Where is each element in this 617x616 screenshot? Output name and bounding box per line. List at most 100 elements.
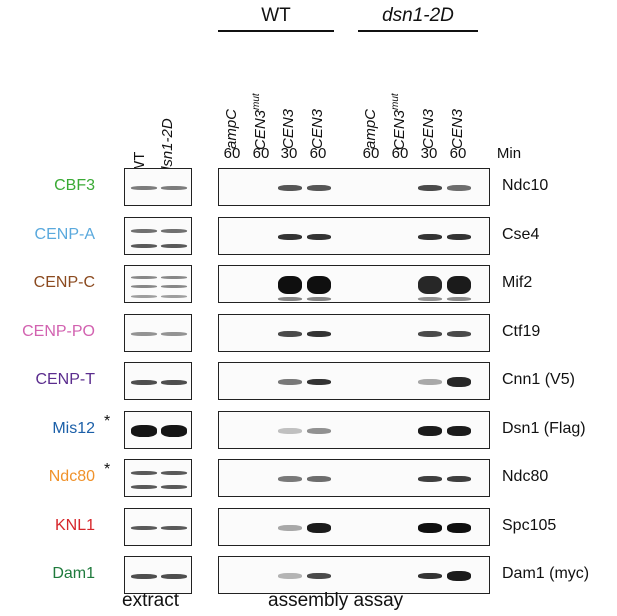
blot-band [131, 331, 157, 336]
blot-band [307, 522, 331, 533]
blot-band [131, 525, 157, 530]
blot-band [278, 185, 302, 191]
blot-band [307, 573, 331, 579]
group-label-wt: WT [261, 5, 291, 26]
blot-band [278, 524, 302, 531]
blot-band [161, 186, 187, 190]
blot-band [278, 573, 302, 579]
extract-header-mutant: dsn1-2D [159, 118, 176, 175]
blot-band [418, 185, 442, 191]
assay-lane-header: ampC [223, 109, 240, 149]
blot-band [161, 471, 187, 476]
complex-label: CBF3 [54, 177, 95, 194]
lane-name: CEN3 [420, 108, 437, 149]
minutes-value: 60 [391, 145, 409, 162]
blot-band [161, 525, 187, 530]
blot-band [418, 297, 442, 302]
protein-label: Cnn1 (V5) [502, 371, 575, 388]
assay-blot-panel [218, 168, 490, 206]
protein-label: Ndc10 [502, 177, 549, 194]
complex-label: Ndc80 [48, 468, 95, 485]
blot-band [307, 233, 331, 240]
blot-band [161, 484, 187, 489]
assay-lane-header: CEN3 [280, 109, 297, 149]
extract-blot-panel [124, 507, 192, 546]
blot-band [161, 294, 187, 298]
extract-blot-panel [124, 313, 192, 352]
blot-band [447, 276, 471, 294]
blot-band [447, 297, 471, 302]
minutes-value: 60 [252, 145, 270, 162]
complex-label: CENP-T [35, 371, 95, 388]
protein-label: Cse4 [502, 225, 540, 243]
blot-band [307, 297, 331, 302]
complex-label: Dam1 [52, 565, 95, 582]
blot-band [307, 276, 331, 294]
assay-blot-panel [218, 265, 490, 303]
blot-band [447, 425, 471, 436]
blot-band [278, 427, 302, 434]
protein-label: Mif2 [502, 274, 533, 291]
assay-blot-panel [218, 556, 490, 594]
extract-blot-panel [124, 410, 192, 449]
assay-lane-header: ampC [362, 109, 379, 149]
blot-band [131, 471, 157, 476]
minutes-value: 60 [309, 145, 327, 162]
blot-band [161, 285, 187, 289]
lane-name: CEN3 [309, 108, 326, 149]
lane-superscript: mut [390, 93, 401, 110]
protein-label: Ndc80 [502, 468, 549, 485]
assay-lane-header: CEN3 [420, 109, 437, 149]
blot-band [131, 573, 157, 579]
assay-blot-panel [218, 410, 490, 449]
minutes-label: Min [496, 145, 522, 162]
minutes-value: 60 [223, 145, 241, 162]
minutes-value: 60 [449, 145, 467, 162]
blot-band [418, 233, 442, 240]
group-label-mutant: dsn1-2D [382, 5, 454, 26]
blot-band [161, 228, 187, 233]
lane-name: CEN3 [449, 108, 466, 149]
extract-blot-panel [124, 362, 192, 400]
blot-band [131, 379, 157, 385]
blot-band [278, 276, 302, 294]
protein-label: Dsn1 (Flag) [502, 419, 586, 437]
blot-band [278, 233, 302, 240]
blot-band [131, 228, 157, 233]
complex-label: CENP-PO [22, 322, 95, 340]
assay-blot-panel [218, 216, 490, 255]
protein-label: Dam1 (myc) [502, 565, 590, 582]
blot-band [418, 425, 442, 436]
complex-label: KNL1 [54, 516, 95, 534]
blot-band [418, 330, 442, 337]
minutes-value: 30 [280, 145, 298, 162]
blot-band [131, 294, 157, 298]
minutes-value: 30 [420, 145, 438, 162]
blot-band [447, 233, 471, 240]
complex-label: CENP-C [33, 274, 95, 291]
blot-band [161, 573, 187, 579]
protein-label: Ctf19 [502, 322, 541, 340]
group-line-mutant [358, 30, 478, 32]
blot-band [447, 185, 471, 191]
complex-label: Mis12 [52, 419, 95, 437]
blot-band [307, 427, 331, 434]
blot-band [418, 379, 442, 385]
assay-lane-header: CEN3 [309, 109, 326, 149]
minutes-value: 60 [362, 145, 380, 162]
blot-band [307, 476, 331, 482]
footer-assay: assembly assay [268, 590, 404, 611]
assay-blot-panel [218, 507, 490, 546]
lane-name: CEN3 [391, 109, 408, 150]
blot-band [131, 285, 157, 289]
assay-blot-panel [218, 459, 490, 497]
complex-label: CENP-A [34, 225, 95, 243]
extract-blot-panel [124, 216, 192, 255]
blot-band [131, 186, 157, 190]
blot-band [131, 424, 157, 437]
blot-band [447, 476, 471, 482]
assay-blot-panel [218, 313, 490, 352]
lane-name: CEN3 [252, 109, 269, 150]
extract-blot-panel [124, 265, 192, 303]
assay-lane-header: CEN3mut [251, 93, 269, 150]
